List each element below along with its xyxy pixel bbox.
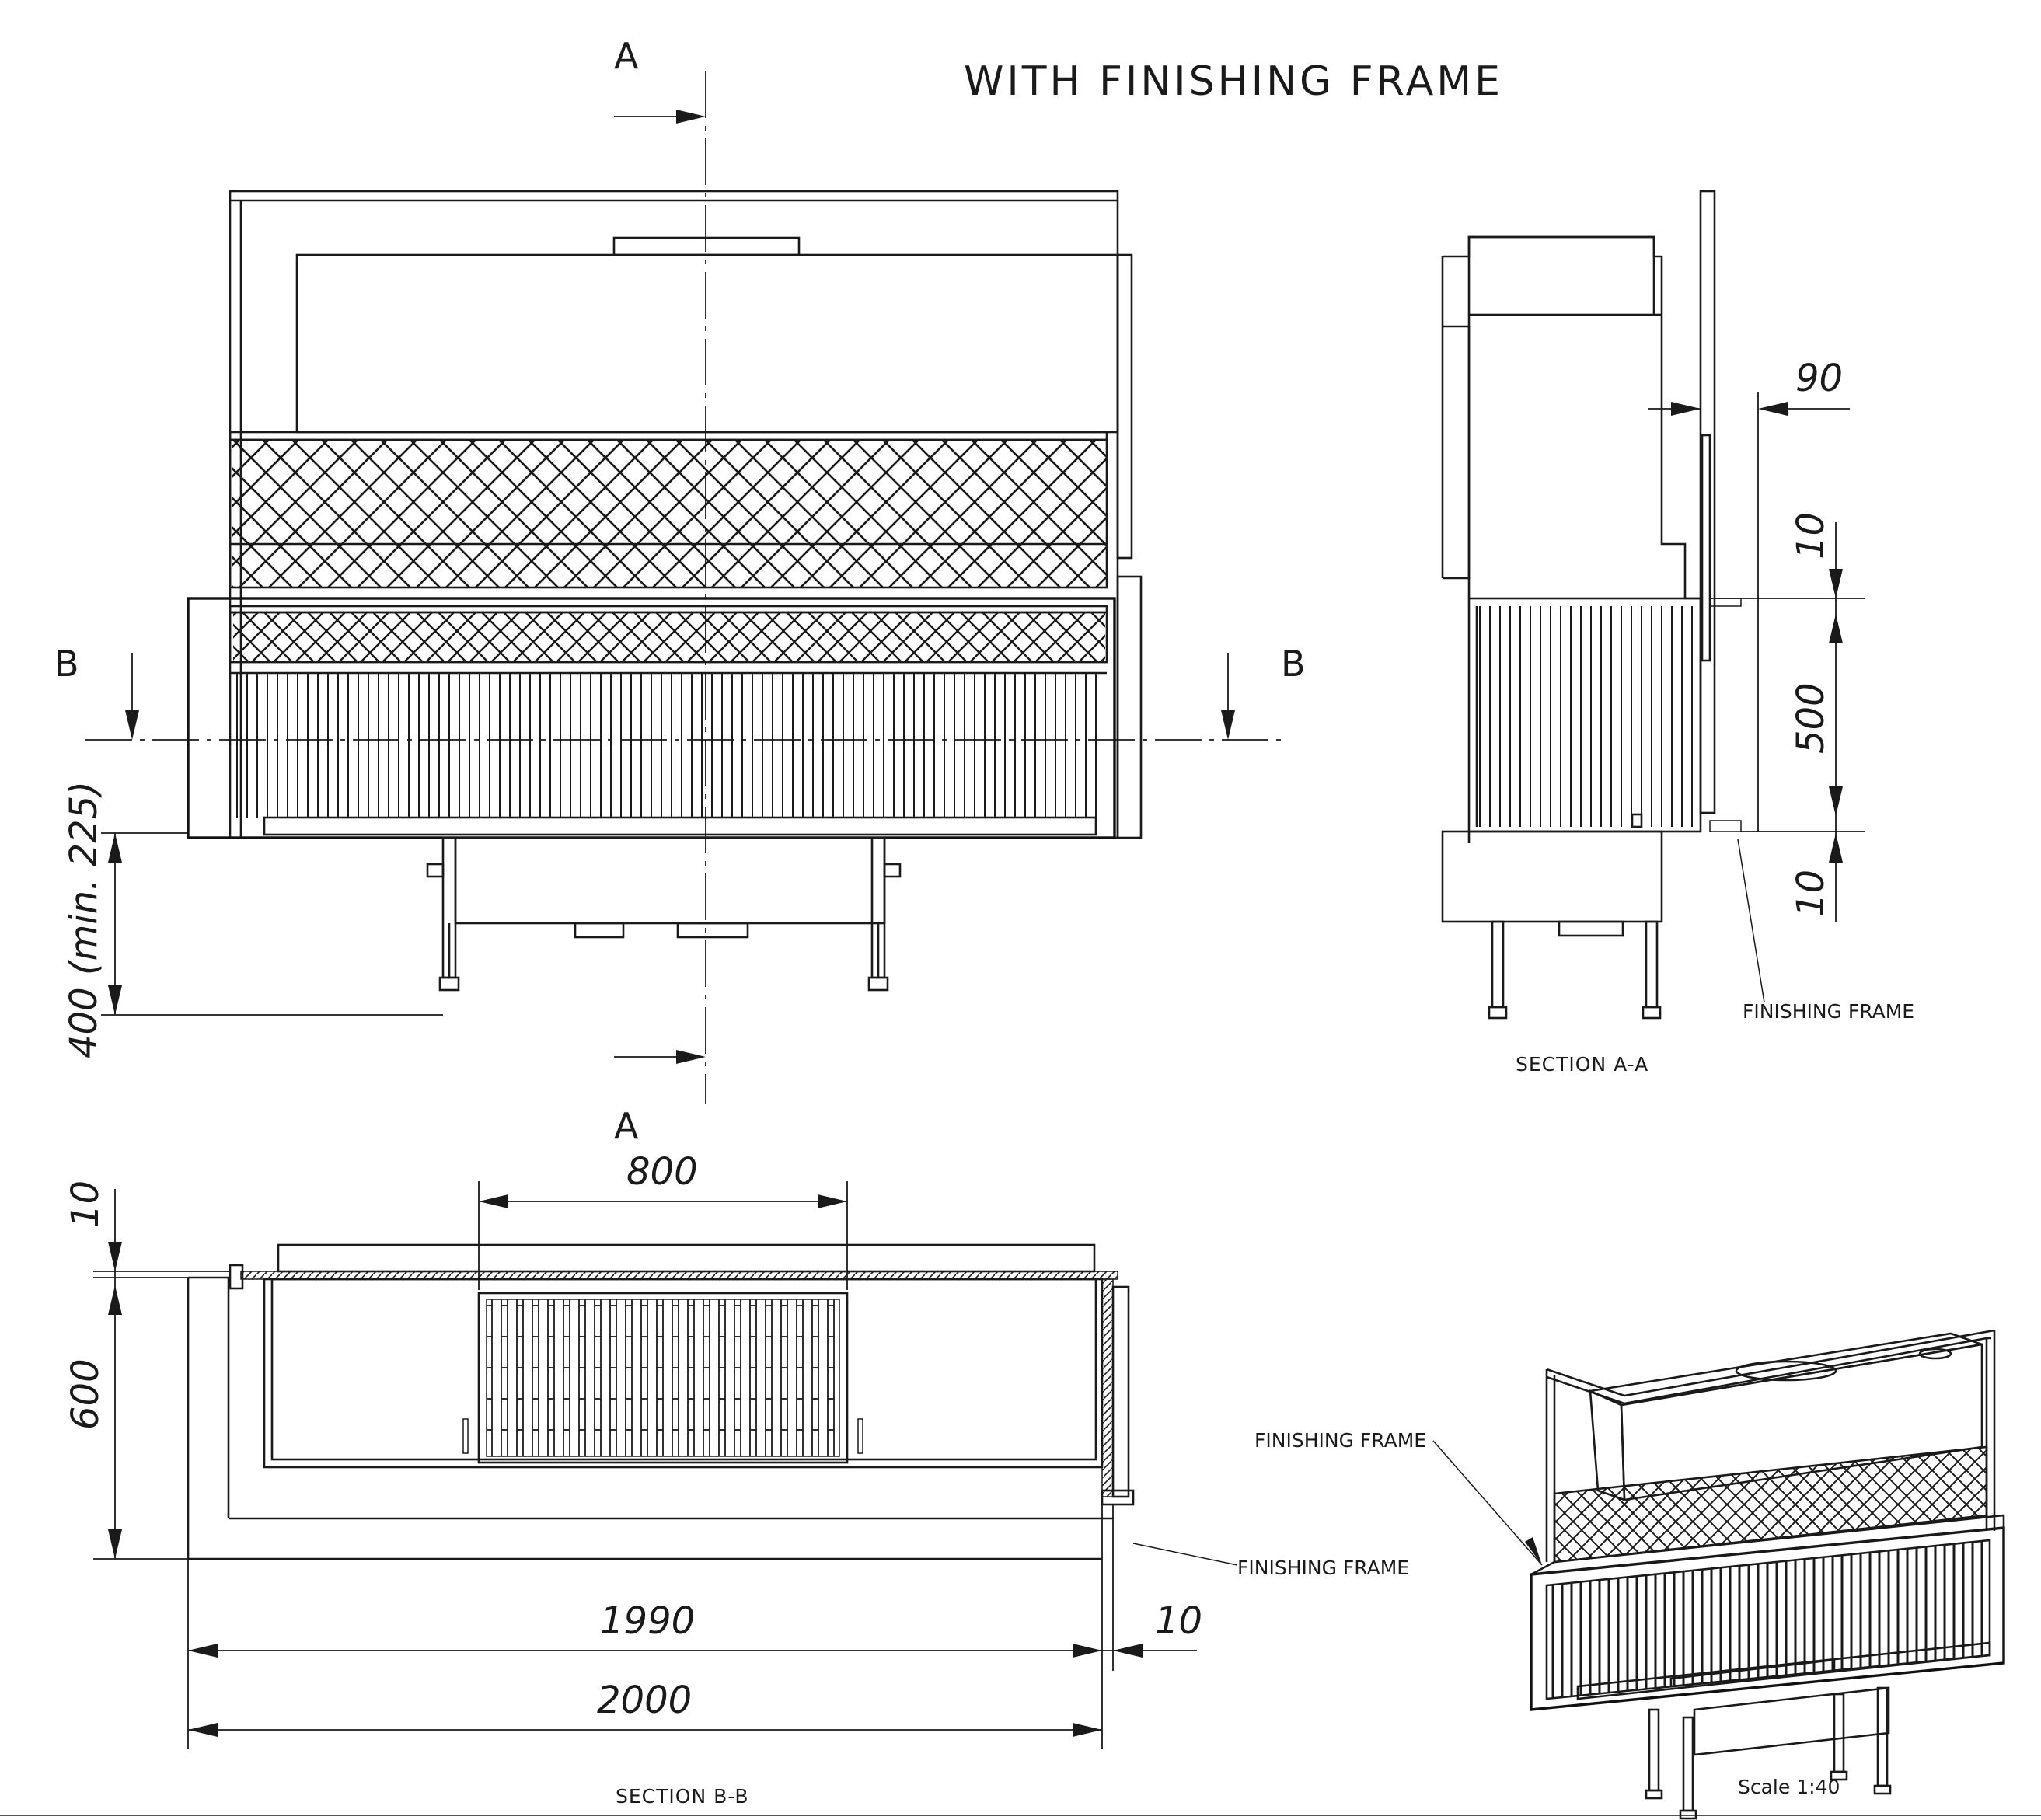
dim-front-height: 400 (min. 225) [62, 781, 106, 1058]
dim-bb-inner-width: 1990 [600, 1599, 695, 1643]
dim-bb-side-gap: 10 [1155, 1599, 1202, 1643]
caption-section-bb: SECTION B-B [616, 1785, 749, 1808]
drawing-title: WITH FINISHING FRAME [964, 58, 1503, 105]
section-aa: 90 10 500 10 FINISHING FRAME SECTION A-A [1441, 190, 1914, 1076]
section-marker-b-left: B [54, 643, 79, 685]
dim-aa-bottom-gap: 10 [1789, 870, 1833, 917]
callout-aa-finishing-frame: FINISHING FRAME [1743, 1000, 1914, 1023]
callout-bb-finishing-frame: FINISHING FRAME [1237, 1557, 1409, 1579]
section-marker-b-right: B [1281, 643, 1306, 685]
callout-iso-finishing-frame: FINISHING FRAME [1254, 1429, 1426, 1452]
dim-bb-total-width: 2000 [597, 1679, 692, 1722]
section-bb: 800 10 600 1990 10 2000 FINISHING FRAME … [64, 1150, 1409, 1808]
dim-bb-grate: 800 [626, 1150, 698, 1194]
isometric-view: FINISHING FRAME Scale 1:40 [1254, 1329, 2005, 1820]
dim-bb-depth: 600 [64, 1358, 107, 1430]
dim-bb-top-gap: 10 [64, 1180, 107, 1228]
dim-aa-opening: 500 [1789, 682, 1833, 754]
dim-aa-depth-offset: 90 [1795, 357, 1843, 400]
dim-aa-top-gap: 10 [1789, 512, 1833, 560]
section-marker-a-bottom: A [614, 1105, 639, 1147]
section-marker-a-top: A [614, 35, 639, 77]
front-view: A A B B 400 (min. 225) [54, 35, 1306, 1147]
caption-section-aa: SECTION A-A [1516, 1053, 1648, 1076]
scale-label: Scale 1:40 [1738, 1776, 1840, 1798]
